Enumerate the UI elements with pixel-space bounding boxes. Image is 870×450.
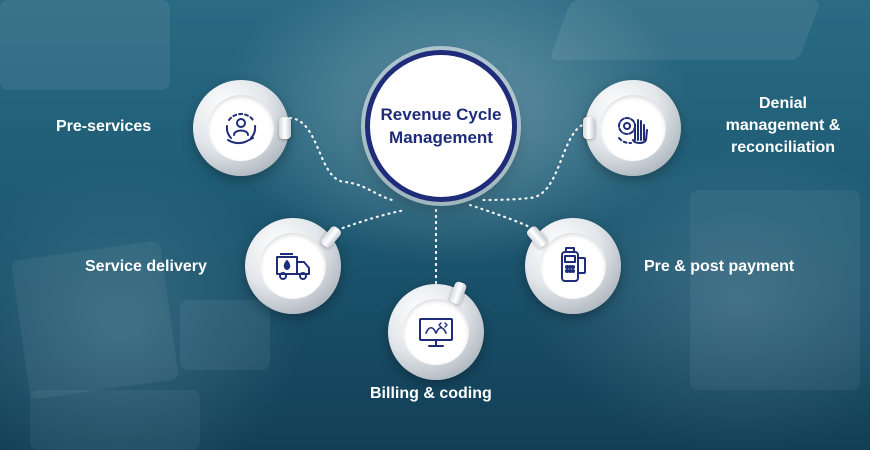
connector-service-delivery [335, 208, 407, 232]
label-service-delivery: Service delivery [85, 258, 207, 275]
label-pre-post-payment: Pre & post payment [644, 258, 795, 275]
node-service-delivery[interactable] [245, 218, 343, 314]
gear-hand-icon [618, 117, 648, 145]
node-pre-post-payment[interactable] [525, 218, 621, 314]
label-pre-services: Pre-services [56, 118, 152, 135]
label-denial-management: Denial management & reconciliation [713, 93, 853, 159]
center-hub: Revenue Cycle Management [365, 50, 517, 202]
label-denial-line-3: reconciliation [730, 139, 836, 156]
ambulance-truck-icon [276, 253, 310, 280]
node-icon-holder [260, 233, 326, 299]
node-icon-holder [403, 299, 469, 365]
connector-denial-management [478, 121, 589, 202]
node-connector-knob [583, 117, 595, 139]
background-counter [30, 390, 200, 450]
node-icon-holder [540, 233, 606, 299]
card-terminal-icon [561, 247, 586, 282]
connector-pre-post-payment [468, 203, 538, 232]
monitor-code-icon [419, 318, 453, 347]
node-connector-knob [279, 117, 291, 139]
connector-pre-services [288, 116, 394, 202]
label-denial-line-2: management & [725, 117, 841, 134]
label-denial-line-1: Denial [758, 95, 807, 112]
background-window [0, 0, 170, 90]
node-connector-knob [525, 224, 549, 250]
background-wall-panel [690, 190, 860, 390]
node-icon-holder [600, 95, 666, 161]
node-denial-management[interactable] [583, 80, 681, 176]
node-billing-coding[interactable] [388, 280, 484, 380]
background-monitor [180, 300, 270, 370]
person-care-cycle-icon [225, 113, 257, 145]
node-icon-holder [208, 95, 274, 161]
node-pre-services[interactable] [193, 80, 291, 176]
label-billing-coding: Billing & coding [370, 385, 492, 402]
center-title: Revenue Cycle Management [380, 105, 502, 147]
